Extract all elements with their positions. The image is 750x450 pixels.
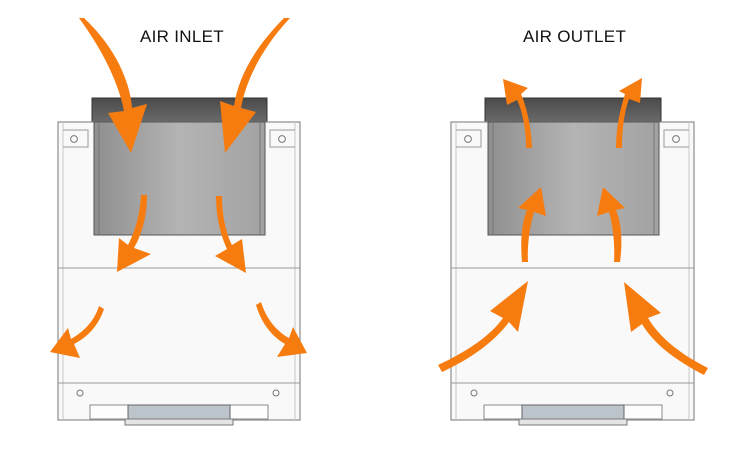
screw-hole-icon — [672, 135, 680, 143]
screw-hole-icon — [70, 135, 78, 143]
curved-arrow-icon — [438, 281, 528, 372]
curved-arrow-icon — [50, 306, 104, 358]
outlet-unit — [450, 97, 695, 426]
curved-arrow-icon — [215, 196, 246, 273]
air-inlet-label: AIR INLET — [140, 27, 224, 46]
curved-arrow-icon — [624, 282, 708, 375]
filter-panel — [487, 121, 660, 236]
screw-hole-icon — [464, 135, 472, 143]
curved-arrow-icon — [256, 302, 307, 357]
screw-hole-icon — [272, 389, 280, 397]
curved-arrow-icon — [518, 187, 546, 262]
screw-hole-icon — [666, 389, 674, 397]
base-plate — [127, 404, 231, 420]
filter-panel — [93, 121, 266, 236]
airflow-arrows — [50, 18, 708, 375]
screw-hole-icon — [278, 135, 286, 143]
screw-hole-icon — [470, 389, 478, 397]
curved-arrow-icon — [79, 18, 147, 153]
screw-hole-icon — [76, 389, 84, 397]
curved-arrow-icon — [597, 187, 625, 262]
curved-arrow-icon — [220, 18, 290, 153]
air-outlet-label: AIR OUTLET — [523, 27, 627, 46]
curved-arrow-icon — [117, 195, 151, 272]
curved-arrow-icon — [616, 78, 642, 148]
base-plate — [521, 404, 625, 420]
curved-arrow-icon — [503, 79, 532, 148]
inlet-unit — [57, 97, 301, 426]
